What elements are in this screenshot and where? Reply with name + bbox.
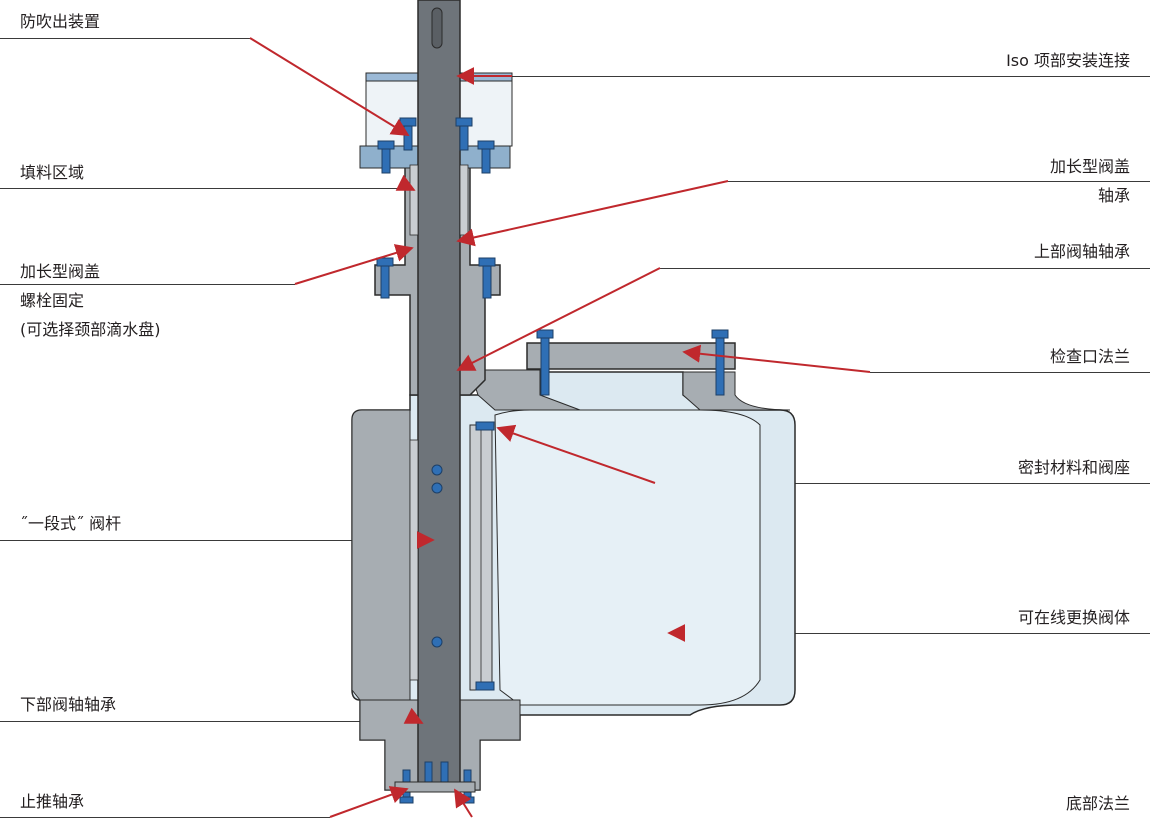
label-replaceable-body: 可在线更换阀体 [1017, 608, 1130, 627]
disc-edge [409, 439, 419, 681]
rule-bonnet-bearing [728, 181, 1150, 182]
stem-key [431, 7, 443, 49]
label-iso-top-mounting: Iso 项部安装连接 [1006, 51, 1130, 70]
label-extended-bonnet-bolting-2: 螺栓固定 [20, 291, 85, 310]
label-extended-bonnet-bolting-1: 加长型阀盖 [20, 262, 101, 281]
leader-arrows [249, 37, 871, 818]
flow-passage [494, 409, 761, 706]
rule-upper-bearing [660, 268, 1150, 269]
label-upper-shaft-bearing: 上部阀轴轴承 [1033, 242, 1130, 261]
label-blowout-prevention: 防吹出装置 [20, 12, 101, 31]
rule-inspection [870, 372, 1150, 373]
label-inspection-flange: 检查口法兰 [1049, 347, 1130, 366]
label-thrust-bearing: 止推轴承 [20, 792, 85, 811]
body-wall-left [351, 409, 411, 701]
label-seal-and-seat: 密封材料和阀座 [1017, 458, 1130, 477]
rule-lower-bearing [0, 721, 418, 722]
label-bottom-flange: 底部法兰 [1065, 794, 1130, 813]
body-wall-top [469, 369, 581, 411]
rule-thrust [0, 817, 330, 818]
bottom-flange [394, 781, 476, 793]
rule-seal [655, 483, 1150, 484]
rule-blowout [0, 38, 250, 39]
packing-rings [409, 164, 419, 236]
label-extended-bonnet-bolting-3: (可选择颈部滴水盘) [20, 320, 161, 339]
inspection-flange-plate [526, 342, 736, 370]
stem-pin [431, 464, 443, 476]
stem [417, 0, 461, 786]
rule-stem [0, 540, 430, 541]
label-extended-bonnet-bearing-1: 加长型阀盖 [1049, 157, 1130, 176]
rule-bonnet-bolting [0, 284, 295, 285]
rule-body [685, 633, 1150, 634]
stem-pin [431, 482, 443, 494]
packing-rings-right [459, 164, 469, 236]
label-one-piece-stem: ˝一段式˝ 阀杆 [20, 514, 122, 533]
label-lower-shaft-bearing: 下部阀轴轴承 [20, 695, 117, 714]
label-extended-bonnet-bearing-2: 轴承 [1097, 186, 1130, 205]
rule-iso [512, 76, 1150, 77]
stem-pin [431, 636, 443, 648]
rule-packing [0, 188, 410, 189]
body-wall-right-top [682, 371, 791, 411]
label-packing-area: 填料区域 [20, 163, 85, 182]
